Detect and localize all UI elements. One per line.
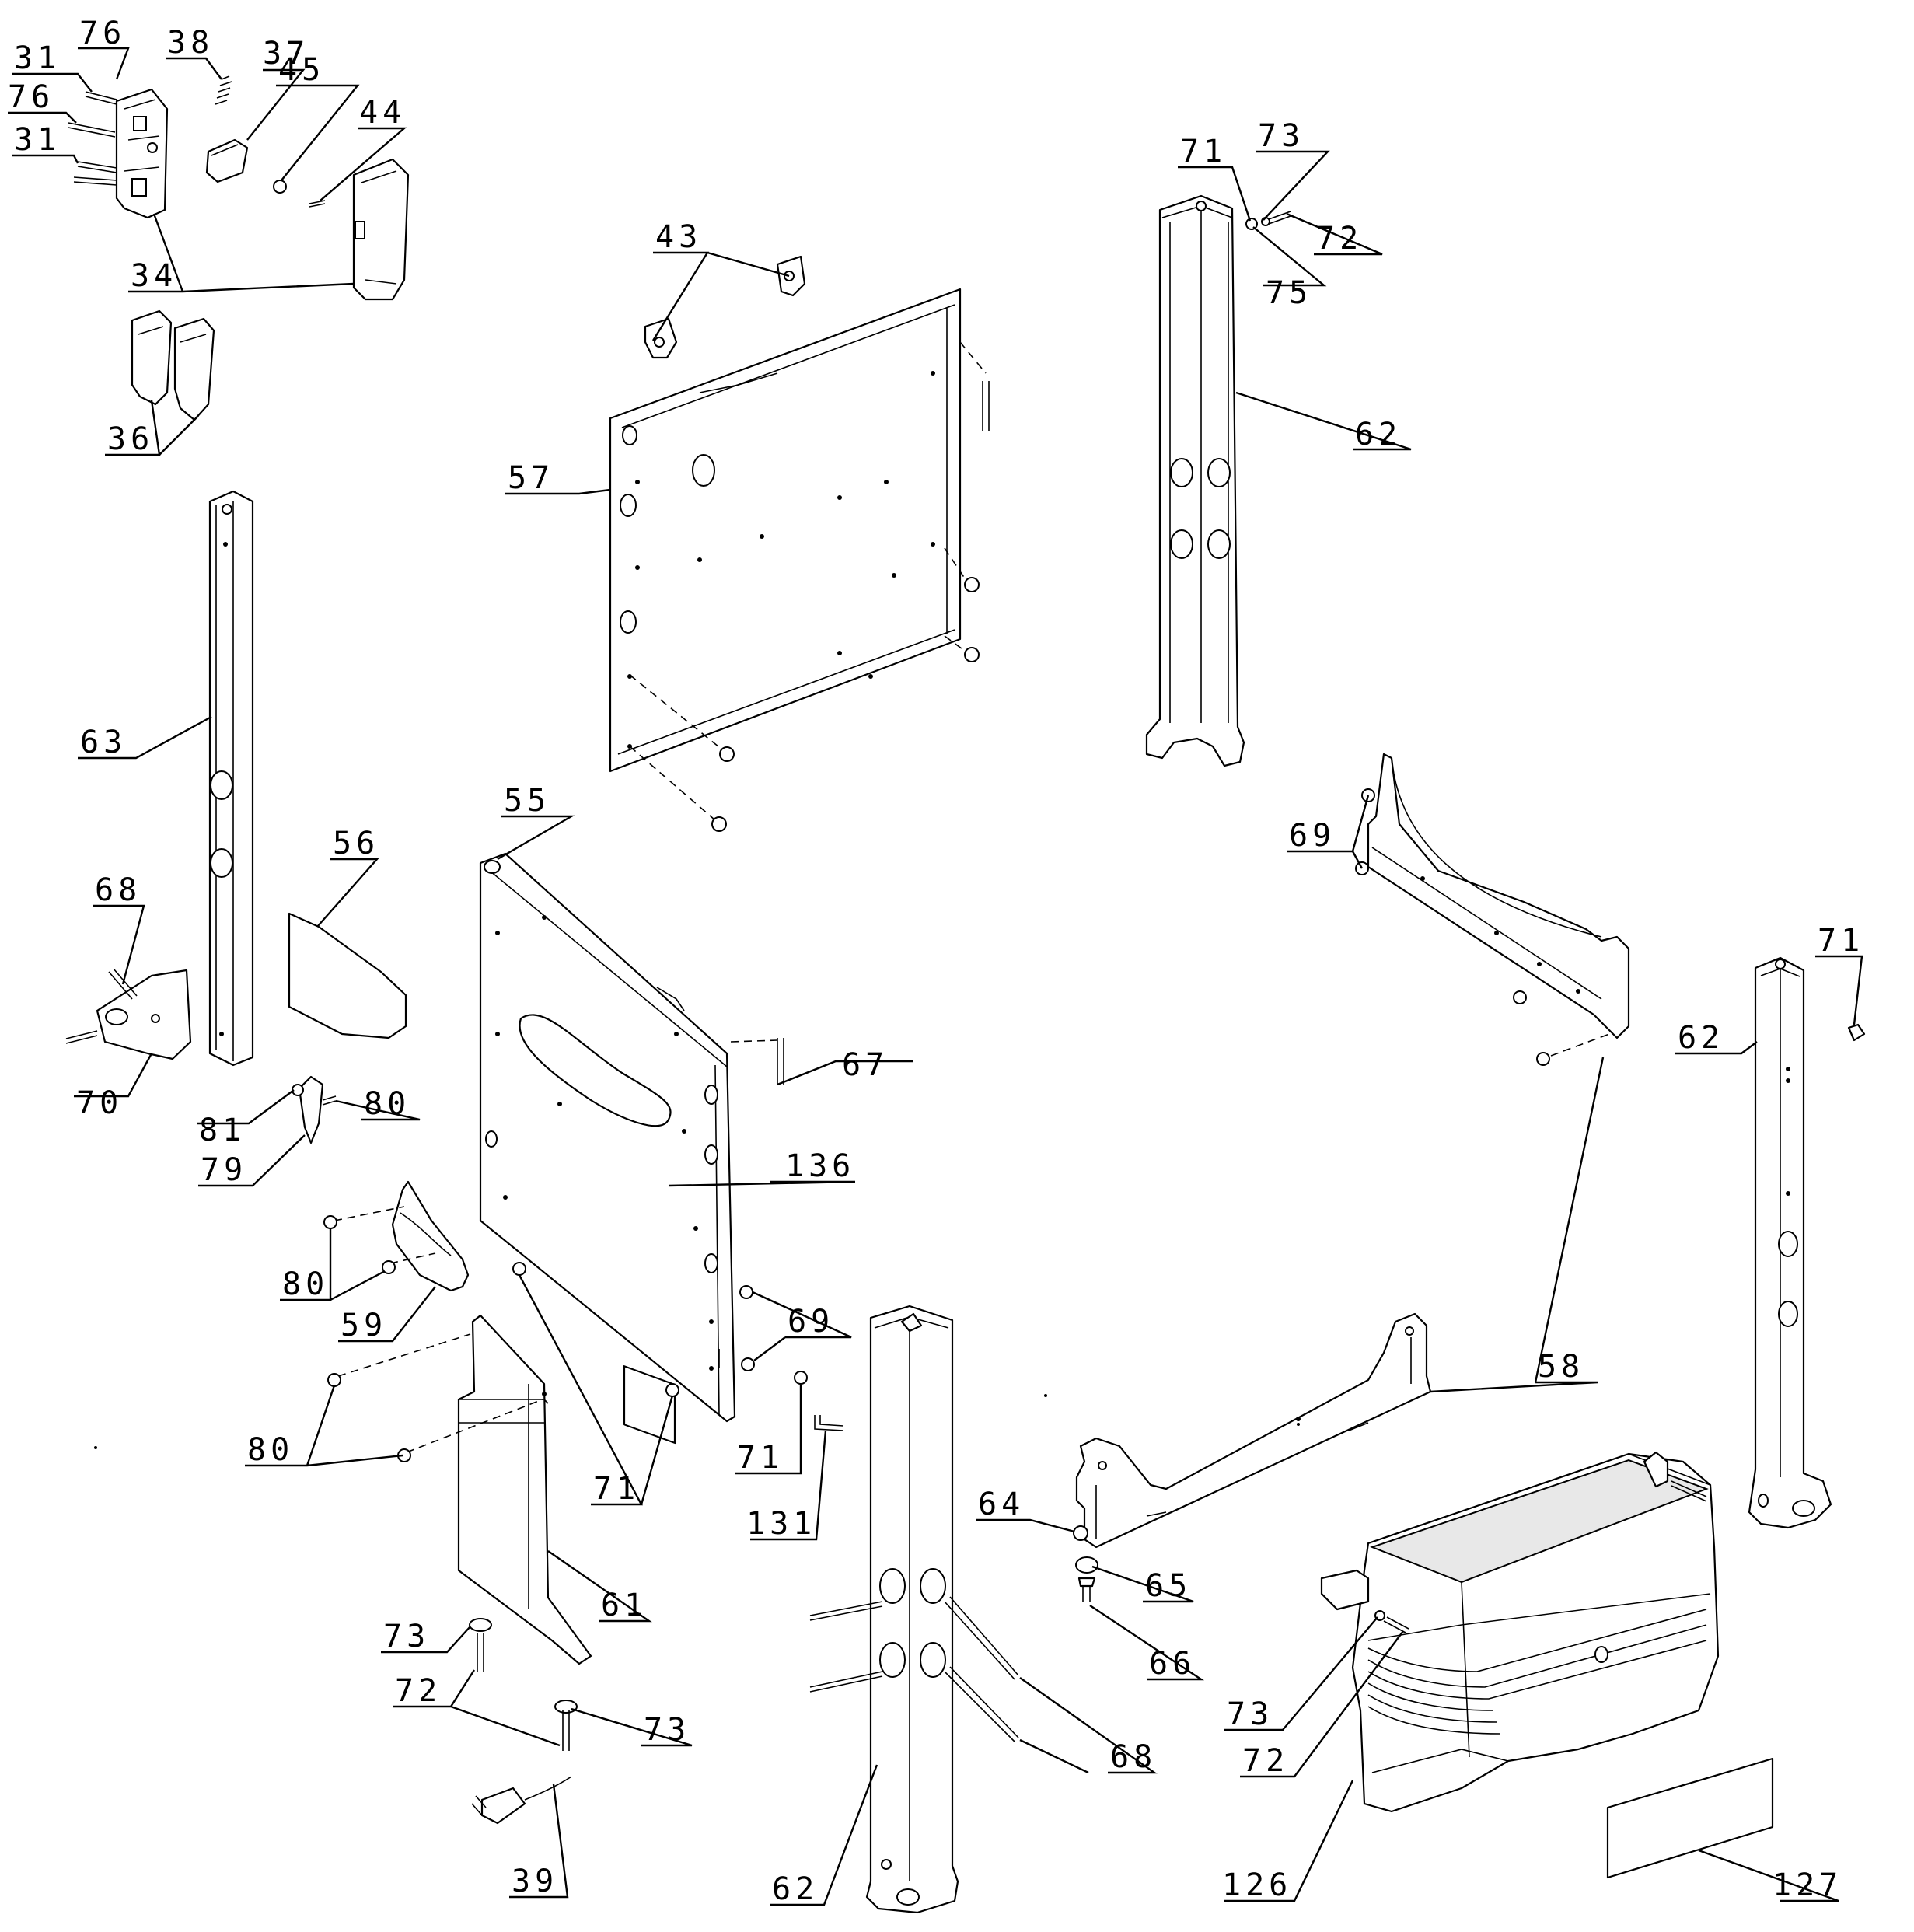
callout-62: 62	[1678, 1020, 1724, 1056]
callout-58: 58	[1538, 1349, 1584, 1385]
callout-71: 71	[593, 1471, 640, 1507]
switch-halves-part-36	[131, 309, 215, 421]
callout-64: 64	[978, 1487, 1025, 1522]
dust-bin-part-126	[1320, 1451, 1720, 1813]
callout-56: 56	[333, 826, 379, 861]
callout-65: 65	[1145, 1568, 1192, 1604]
callout-31: 31	[14, 122, 61, 158]
shelf-part-61	[327, 1314, 592, 1665]
callout-63: 63	[80, 725, 127, 760]
callout-68: 68	[95, 872, 141, 908]
callout-80: 80	[282, 1266, 329, 1302]
bracket-part-58-lower	[1075, 1312, 1432, 1549]
callout-70: 70	[76, 1085, 123, 1121]
callout-44: 44	[359, 95, 406, 131]
callout-71: 71	[1180, 134, 1227, 169]
pin-part-67	[730, 1038, 784, 1085]
spring-part-38	[215, 75, 232, 105]
hardware-part-64-65-66	[1073, 1525, 1098, 1602]
switch-cover-part-34	[352, 158, 410, 301]
nut-part-45	[273, 180, 287, 194]
latch-part-43a	[644, 317, 678, 359]
callout-57: 57	[508, 460, 554, 496]
callout-45: 45	[278, 52, 325, 88]
switch-rocker-part-37	[205, 138, 249, 183]
front-panel-part-55	[479, 852, 736, 1445]
bracket-part-131	[814, 1415, 844, 1431]
callout-labels: 31 76 38 37 45 76 44 31 34 36 43 57 71 7…	[8, 16, 1864, 1907]
leader-lines	[8, 47, 1863, 1906]
switch-housing-part-34	[115, 88, 169, 219]
guard-part-56	[288, 912, 407, 1039]
leg-part-62-right	[1748, 956, 1866, 1529]
foot-part-70	[65, 968, 192, 1060]
nuts-part-69-panel	[512, 1262, 808, 1397]
callout-76: 76	[79, 16, 126, 51]
callout-72: 72	[1242, 1743, 1289, 1779]
callout-136: 136	[785, 1148, 855, 1184]
callout-126: 126	[1222, 1867, 1292, 1903]
callout-43: 43	[655, 219, 702, 255]
callout-69: 69	[1289, 818, 1336, 854]
callout-131: 131	[746, 1506, 816, 1542]
callout-31: 31	[14, 40, 61, 76]
callout-68: 68	[1110, 1739, 1157, 1775]
cover-part-59	[323, 1180, 470, 1292]
callout-71: 71	[737, 1440, 784, 1476]
callout-73: 73	[1258, 118, 1305, 154]
hardware-part-57	[629, 341, 990, 832]
callout-73: 73	[1227, 1696, 1273, 1732]
callout-81: 81	[199, 1113, 246, 1148]
callout-127: 127	[1773, 1867, 1842, 1903]
callout-71: 71	[1818, 923, 1864, 959]
callout-34: 34	[131, 258, 177, 294]
callout-38: 38	[167, 25, 214, 61]
callout-76: 76	[8, 79, 54, 115]
callout-37: 37	[263, 36, 309, 72]
callout-73: 73	[644, 1712, 690, 1748]
lever-part-79	[292, 1075, 337, 1144]
callout-73: 73	[383, 1619, 430, 1654]
callout-72: 72	[395, 1673, 442, 1709]
callout-61: 61	[601, 1588, 648, 1623]
callout-39: 39	[512, 1864, 558, 1899]
callout-62: 62	[1355, 417, 1402, 452]
callout-72: 72	[1316, 221, 1363, 257]
label-part-127	[1606, 1757, 1774, 1879]
callout-67: 67	[842, 1047, 889, 1083]
callout-36: 36	[107, 421, 154, 457]
screws-part-31-76	[68, 91, 117, 186]
fasteners-part-71-72-73-75	[1245, 211, 1291, 230]
callout-66: 66	[1149, 1646, 1196, 1682]
bracket-part-58-upper	[1355, 753, 1630, 1066]
latch-part-43b	[776, 255, 806, 297]
callout-55: 55	[504, 783, 550, 819]
callout-75: 75	[1266, 275, 1312, 311]
callout-80: 80	[364, 1086, 410, 1122]
callout-69: 69	[788, 1304, 834, 1340]
leg-part-62-center	[809, 1305, 1019, 1914]
power-cord-part-39	[471, 1776, 572, 1825]
leg-part-62-top	[1145, 194, 1245, 767]
rail-part-63	[208, 490, 254, 1067]
back-panel-part-57	[609, 288, 962, 773]
callout-59: 59	[341, 1308, 387, 1343]
callout-80: 80	[247, 1432, 294, 1468]
pin-part-44	[309, 200, 326, 208]
callout-62: 62	[772, 1871, 819, 1907]
callout-79: 79	[201, 1152, 247, 1188]
